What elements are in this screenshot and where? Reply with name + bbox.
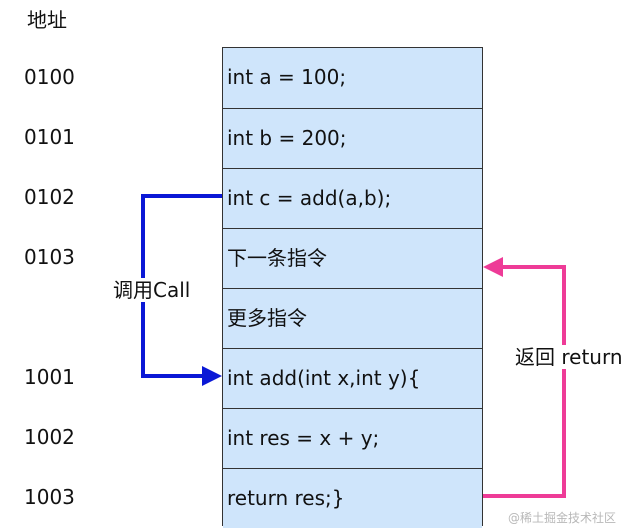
memory-cell-next: 下一条指令 (223, 228, 482, 288)
call-label: 调用Call (110, 278, 194, 302)
return-arrow-line (483, 265, 566, 498)
memory-cell: int res = x + y; (223, 408, 482, 468)
memory-cell-function: int add(int x,int y){ (223, 348, 482, 408)
address-0101: 0101 (24, 125, 75, 149)
watermark: @稀土掘金技术社区 (507, 511, 616, 525)
memory-cell: 更多指令 (223, 288, 482, 348)
memory-stack: int a = 100; int b = 200; int c = add(a,… (222, 47, 483, 528)
memory-cell-call: int c = add(a,b); (223, 168, 482, 228)
memory-cell: int a = 100; (223, 48, 482, 108)
address-1002: 1002 (24, 425, 75, 449)
return-label: 返回 return (512, 345, 622, 369)
address-0100: 0100 (24, 65, 75, 89)
call-arrow-head (202, 366, 222, 386)
address-1001: 1001 (24, 365, 75, 389)
memory-cell-return: return res;} (223, 468, 482, 528)
address-1003: 1003 (24, 485, 75, 509)
memory-cell: int b = 200; (223, 108, 482, 168)
address-0103: 0103 (24, 245, 75, 269)
address-header: 地址 (27, 8, 67, 32)
return-arrow-head (483, 257, 503, 277)
address-0102: 0102 (24, 185, 75, 209)
